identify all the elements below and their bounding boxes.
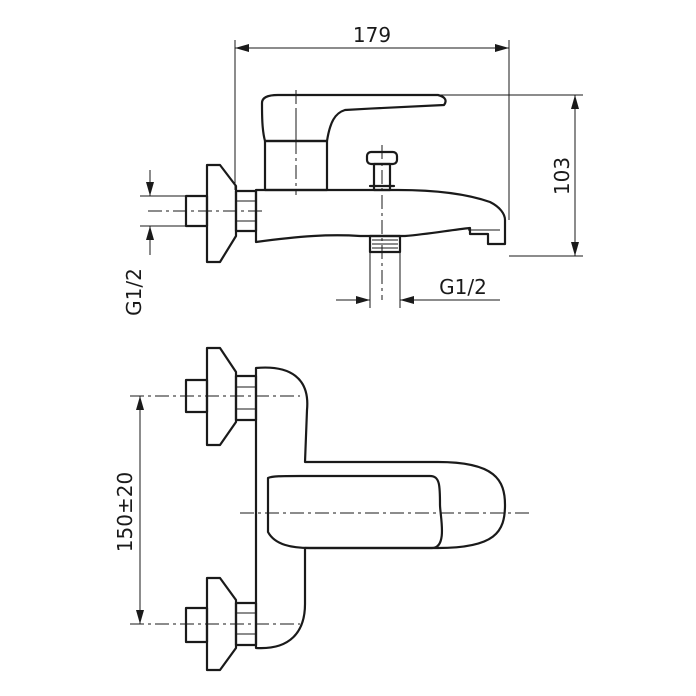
- front-faucet-body: [254, 366, 507, 650]
- front-upper-flange: [205, 346, 238, 447]
- front-upper-nut: [234, 374, 258, 422]
- front-view: 150±20: [113, 346, 530, 672]
- outlet-thread-label: G1/2: [439, 275, 487, 299]
- dimension-height-label: 103: [550, 157, 574, 195]
- front-lower-inlet-pipe: [184, 606, 209, 644]
- lever-handle: [260, 93, 447, 143]
- side-view: 179 103 G1/2 G1/2: [122, 23, 583, 316]
- dimension-length-label: 179: [353, 23, 391, 47]
- inlet-thread-label: G1/2: [122, 268, 146, 316]
- outlet-thread-hatch: [372, 239, 398, 249]
- front-cartridge: [266, 474, 444, 550]
- side-faucet-body: [254, 188, 507, 246]
- side-wall-flange: [205, 163, 238, 264]
- inlet-spacing-label: 150±20: [113, 472, 137, 552]
- side-outlet-connector: [368, 234, 402, 254]
- front-lower-flange: [205, 576, 238, 672]
